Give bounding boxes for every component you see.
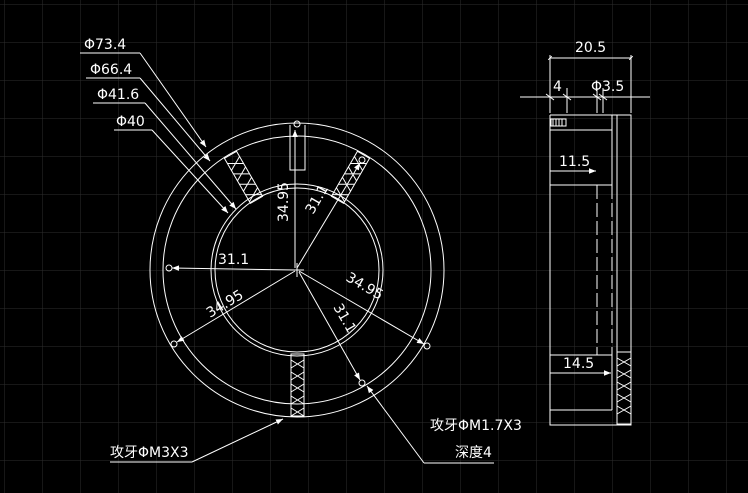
rib-bottom-hatched [290, 353, 305, 417]
dim-line-horizontal [171, 265, 296, 271]
dim-line-lower-diag [298, 271, 361, 381]
dim-label-overall-width: 20.5 [575, 40, 606, 56]
rib-upper-right-hatched [223, 150, 264, 205]
side-view: 20.5 4 Φ3.5 11.5 14.5 [520, 40, 650, 426]
dim-line-lower-left [176, 270, 296, 343]
diameter-label-41-6: Φ41.6 [97, 87, 139, 103]
dim-label-hole-dia: Φ3.5 [591, 79, 624, 95]
outer-circle-73-4 [149, 122, 445, 418]
thread-leader-m3 [110, 418, 284, 463]
hole-upper-right [358, 156, 366, 164]
hole-bottom-right [358, 379, 366, 387]
dim-line-right [298, 270, 425, 345]
thread-note-m3: 攻牙ΦM3X3 [110, 445, 189, 461]
hole-top [293, 120, 301, 128]
inner-circle-40 [214, 187, 380, 353]
diameter-label-66-4: Φ66.4 [90, 62, 132, 78]
dim-line-upper-diag [296, 162, 361, 269]
hole-lower-right [423, 342, 431, 350]
thread-leader-m17 [366, 385, 494, 464]
thread-note-m17: 攻牙ΦM1.7X3 [430, 418, 522, 434]
circle-41-6 [210, 183, 384, 357]
dim-label-height-upper: 11.5 [559, 154, 590, 170]
diameter-label-73-4: Φ73.4 [84, 37, 126, 53]
side-hatch-bottom [616, 351, 632, 425]
dim-label-horizontal: 31.1 [218, 252, 249, 268]
dim-label-step-width: 4 [553, 79, 562, 95]
rib-top [289, 125, 306, 171]
dim-label-vertical: 34.95 [276, 182, 292, 222]
dim-label-height-lower: 14.5 [563, 356, 594, 372]
thread-note-depth: 深度4 [455, 445, 492, 461]
hole-lower-left [170, 340, 178, 348]
diameter-label-40: Φ40 [116, 114, 145, 130]
diameter-leaders [80, 52, 237, 214]
